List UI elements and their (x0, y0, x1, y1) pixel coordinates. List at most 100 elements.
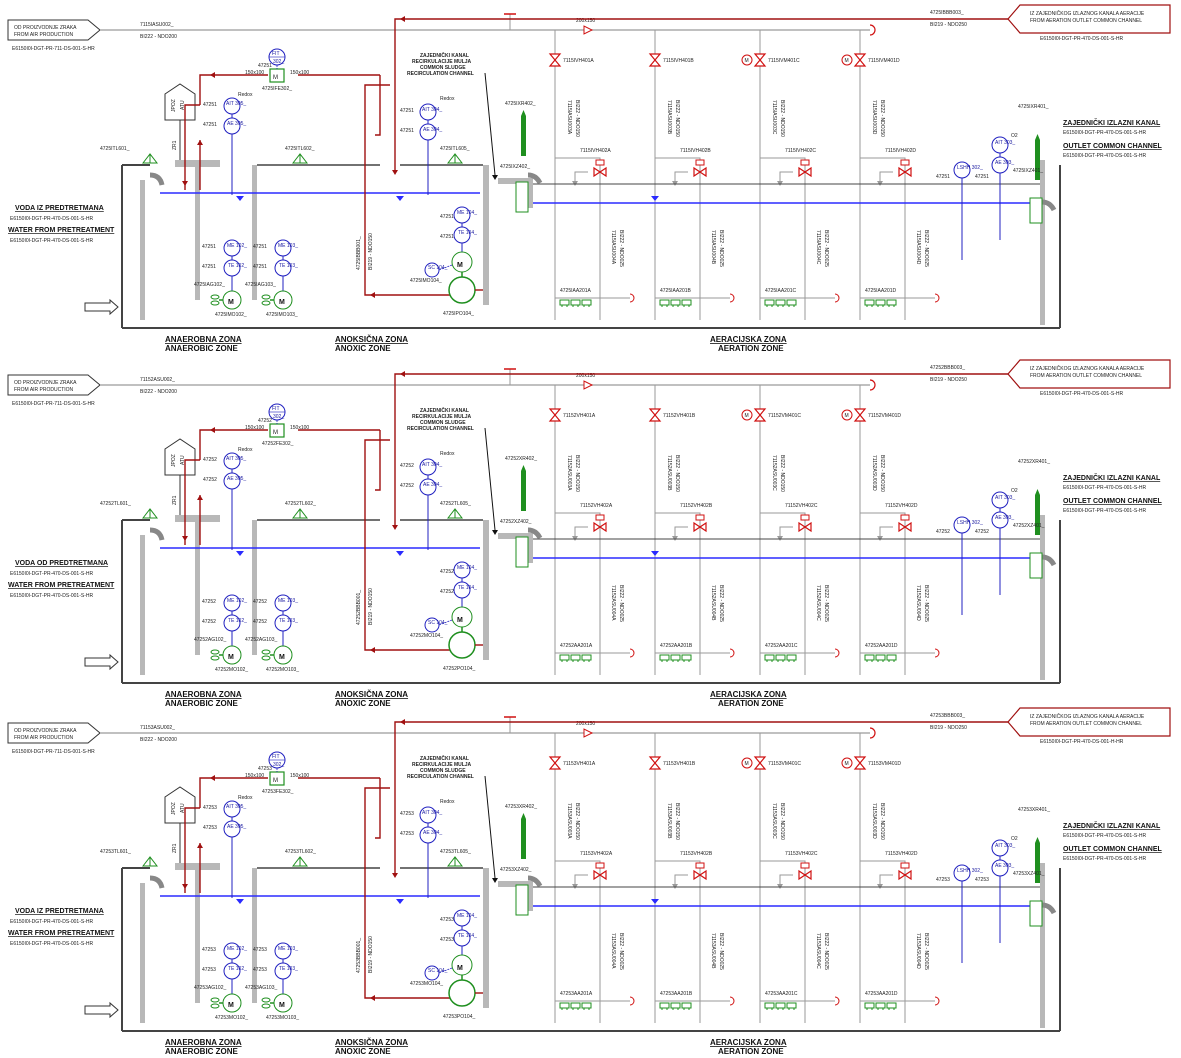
flow-transmitter-number: 302_ (273, 59, 284, 65)
bypass-line-tag: 47253BBB001_ (356, 938, 362, 973)
temperature-element-label: TE 103_ (279, 263, 298, 269)
pipe-spec: BI222 - NDO025 (718, 933, 724, 970)
gate-icon (515, 536, 529, 568)
drain-pipe (879, 874, 893, 885)
inlet-elbow-icon (149, 172, 165, 186)
zone-title-en: AERATION ZONE (718, 1047, 784, 1056)
baffle (1040, 160, 1045, 325)
control-valve-icon (593, 869, 607, 881)
zone-tag: 47252 (203, 457, 217, 463)
motor-tag: 4725IMO104_ (410, 278, 442, 284)
air-source-label-en: FROM AIR PRODUCTION (14, 32, 74, 38)
diffuser-icon (681, 1002, 692, 1009)
valve-tag: 71153VM401C (768, 761, 801, 767)
pipe-tag: 71153ASU003A (566, 803, 572, 839)
diffuser-icon (670, 299, 681, 306)
control-valve-icon (693, 869, 707, 881)
diffuser-tag: 47252AA201C (765, 643, 798, 649)
baffle (195, 160, 200, 300)
pipe-spec: BI222 - NDO150 (879, 455, 885, 492)
diffuser-tag: 4725IAA201A (560, 288, 592, 294)
zone-tag: 47252 (400, 483, 414, 489)
valve-tag: 71153VH401A (563, 761, 596, 767)
air-branch-pipe (760, 512, 806, 675)
diffuser-icon (775, 1002, 786, 1009)
valve-body-icon (753, 53, 767, 67)
air-branch-pipe (555, 860, 601, 1023)
control-valve-icon (798, 869, 812, 881)
inlet-title: VODA IZ PREDTRETMANA (15, 908, 104, 915)
return-flow-arrow-icon (392, 170, 398, 175)
air-source-label: OD PROIZVODNJE ZRAKA (14, 25, 77, 31)
mixer-2: ME 103_TE 103_M47252AG103_47252MO103_472… (245, 594, 299, 673)
return-line-tag: 47252BBB003_ (930, 365, 965, 371)
isolation-valve-icon (753, 756, 767, 770)
pump-body-icon (448, 631, 476, 659)
gate-icon (515, 884, 529, 916)
return-line-spec: BI219 - NDO250 (930, 22, 967, 28)
gate-icon (1029, 900, 1043, 927)
valve-tag: 71153VH402B (680, 851, 713, 857)
motor-element-label: ME 102_ (227, 598, 247, 604)
pipe-spec: BI222 - NDO150 (674, 100, 680, 137)
control-valve-icon (898, 521, 912, 533)
zone-tag: 47253 (203, 825, 217, 831)
valve-tag: 71153VM401D (868, 761, 901, 767)
outlet-ref: E6150I0I-DGT-PR-470-DS-001-S-HR (1063, 508, 1146, 514)
zone-tag: 47251 (440, 234, 454, 240)
actuator-glyph-icon: M (845, 58, 849, 64)
mixer-2: ME 103_TE 103_M47253AG103_47253MO103_472… (245, 942, 299, 1021)
water-level-marker-icon (236, 899, 244, 904)
isolation-valve-icon (753, 408, 767, 422)
baffle (252, 520, 257, 655)
valve-body-icon (648, 756, 662, 770)
bypass-pipe (364, 439, 390, 515)
isolation-valve-icon (648, 408, 662, 422)
redox-label: Redox (440, 451, 455, 457)
diffuser-icon (764, 299, 775, 306)
water-level-marker-icon (396, 551, 404, 556)
baffle (140, 535, 145, 675)
bypass-pipe (364, 84, 390, 160)
valve-tag: 71152VH401B (663, 413, 696, 419)
level-gauge-tag: 47252XR402_ (505, 456, 537, 462)
zone-title: ANOKSIČNA ZONA (335, 690, 408, 699)
return-line-spec: BI219 - NDO250 (930, 377, 967, 383)
valve-actuator-icon (800, 514, 810, 521)
pipe-tag: 7115IASU003D (871, 100, 877, 135)
level-gauge-tip-icon (521, 110, 526, 116)
diffuser-tag: 47253AA201A (560, 991, 593, 997)
pump-motor-glyph-icon: M (457, 262, 463, 269)
zone-title-en: ANAEROBIC ZONE (165, 699, 239, 708)
pipe-spec: BI222 - NDO150 (779, 803, 785, 840)
recirc-channel-label: RECIRCULATION CHANNEL (407, 71, 474, 77)
reducer-icon (583, 380, 594, 390)
zone-title-en: ANOXIC ZONE (335, 344, 391, 353)
air-source-ref: E6150I0I-DGT-PR-711-DS-001-S-HR (12, 749, 95, 755)
actuator-glyph-icon: M (745, 761, 749, 767)
diffuser-icon (775, 299, 786, 306)
mixer-1: ME 102_TE 102_M4725IAG102_4725IMO102_472… (194, 239, 247, 318)
sludge-flow-arrow-icon (182, 181, 188, 186)
sludge-pipe (184, 807, 200, 893)
pipe-spec: BI222 - NDO150 (779, 100, 785, 137)
diffuser-icon (670, 1002, 681, 1009)
air-source-label: OD PROIZVODNJE ZRAKA (14, 380, 77, 386)
level-gauge-tip-icon (521, 813, 526, 819)
diffuser-tag: 47252AA201B (660, 643, 693, 649)
pipe-tag: 71153ASU003C (771, 803, 777, 839)
water-level-marker-icon (651, 196, 659, 201)
zone-tag: 47251 (258, 63, 272, 69)
zone-tag: 47253 (202, 947, 216, 953)
zone-title-en: ANOXIC ZONE (335, 1047, 391, 1056)
zone-title-en: ANAEROBIC ZONE (165, 1047, 239, 1056)
outlet-title-en: OUTLET COMMON CHANNEL (1063, 143, 1162, 150)
air-line-spec: BI222 - NDO200 (140, 34, 177, 40)
flow-size-label: 150x100 (245, 773, 264, 779)
pipe-tag: 7115IASU004C (815, 230, 821, 265)
air-line-spec: BI222 - NDO200 (140, 389, 177, 395)
